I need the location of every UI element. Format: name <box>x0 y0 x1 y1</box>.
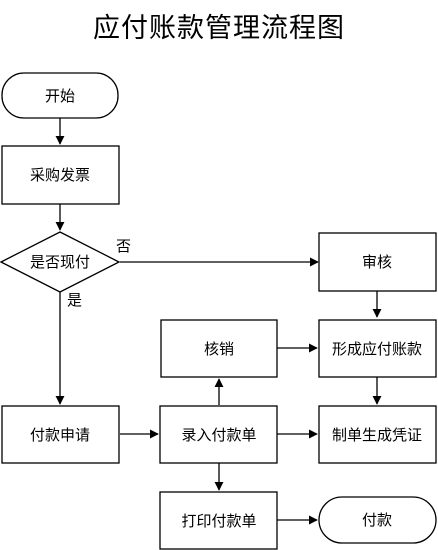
node-payment-request: 付款申请 <box>30 426 90 444</box>
node-start: 开始 <box>45 87 75 105</box>
node-write-off-shape <box>160 319 278 378</box>
node-end: 付款 <box>362 511 392 529</box>
node-enter-voucher-shape <box>159 405 278 464</box>
edge-label-no: 否 <box>116 237 131 255</box>
node-decision: 是否现付 <box>30 253 90 271</box>
node-purchase-invoice-shape <box>1 145 120 205</box>
node-enter-voucher: 录入付款单 <box>181 426 256 444</box>
edge-label-yes: 是 <box>67 291 82 309</box>
node-audit: 审核 <box>362 253 392 271</box>
node-print-voucher: 打印付款单 <box>181 512 256 530</box>
node-purchase-invoice: 采购发票 <box>30 166 90 184</box>
node-form-payable: 形成应付账款 <box>332 340 422 358</box>
node-make-voucher-shape <box>318 405 437 464</box>
node-write-off: 核销 <box>204 340 234 358</box>
node-print-voucher-shape <box>159 491 278 550</box>
node-decision-shape <box>0 231 121 293</box>
node-form-payable-shape <box>318 319 437 378</box>
node-make-voucher: 制单生成凭证 <box>332 426 422 444</box>
node-start-shape <box>1 72 119 119</box>
page-title: 应付账款管理流程图 <box>93 13 345 44</box>
node-audit-shape <box>318 232 437 292</box>
node-end-shape <box>318 496 437 544</box>
node-payment-request-shape <box>1 405 120 464</box>
